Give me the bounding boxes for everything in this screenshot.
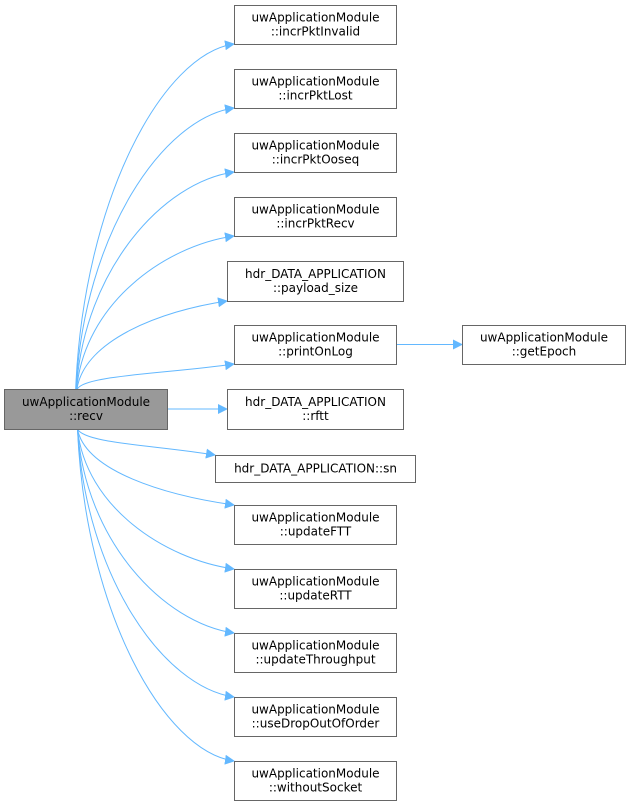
node-box[interactable]: [234, 133, 397, 173]
node-printOnLog[interactable]: uwApplicationModule::printOnLog: [234, 325, 397, 365]
node-sn[interactable]: hdr_DATA_APPLICATION::sn: [215, 455, 416, 483]
edge-recv-to-updateFTT: [77, 428, 235, 509]
edge-recv-to-incrPktInvalid: [75, 40, 235, 390]
node-box[interactable]: [234, 697, 397, 737]
node-incrPktRecv[interactable]: uwApplicationModule::incrPktRecv: [234, 197, 397, 237]
node-method-label: ::incrPktOoseq: [272, 153, 360, 167]
node-class-label: uwApplicationModule: [251, 703, 379, 717]
node-method-label: ::incrPktLost: [278, 89, 353, 103]
node-box[interactable]: [215, 455, 416, 483]
edge-recv-to-printOnLog: [76, 360, 235, 390]
node-method-label: hdr_DATA_APPLICATION::sn: [234, 462, 397, 476]
node-box[interactable]: [234, 325, 397, 365]
node-incrPktInvalid[interactable]: uwApplicationModule::incrPktInvalid: [234, 5, 397, 45]
node-box[interactable]: [462, 325, 626, 365]
node-method-label: ::useDropOutOfOrder: [252, 717, 380, 731]
node-class-label: uwApplicationModule: [22, 395, 150, 409]
node-method-label: ::getEpoch: [512, 345, 577, 359]
node-box[interactable]: [234, 569, 397, 609]
node-method-label: ::updateRTT: [279, 589, 352, 603]
node-box[interactable]: [234, 197, 397, 237]
node-class-label: uwApplicationModule: [251, 203, 379, 217]
node-updateRTT[interactable]: uwApplicationModule::updateRTT: [234, 569, 397, 609]
node-withoutSocket[interactable]: uwApplicationModule::withoutSocket: [234, 761, 397, 801]
node-box[interactable]: [234, 761, 397, 801]
node-box[interactable]: [234, 5, 397, 45]
node-updateFTT[interactable]: uwApplicationModule::updateFTT: [234, 505, 397, 545]
root-node-recv[interactable]: uwApplicationModule::recv: [4, 389, 168, 430]
node-method-label: ::recv: [69, 409, 103, 423]
edge-recv-to-updateRTT: [77, 428, 235, 573]
edge-recv-to-incrPktOoseq: [75, 168, 235, 390]
node-class-label: uwApplicationModule: [251, 11, 379, 25]
edge-recv-to-updateThroughput: [77, 428, 235, 637]
node-class-label: uwApplicationModule: [480, 331, 608, 345]
node-method-label: ::payload_size: [273, 281, 358, 295]
node-class-label: hdr_DATA_APPLICATION: [245, 395, 386, 409]
node-class-label: uwApplicationModule: [251, 75, 379, 89]
edge-recv-to-incrPktRecv: [76, 232, 235, 390]
node-box[interactable]: [234, 633, 397, 673]
node-class-label: uwApplicationModule: [251, 767, 379, 781]
node-useDropOutOfOrder[interactable]: uwApplicationModule::useDropOutOfOrder: [234, 697, 397, 737]
node-method-label: ::incrPktRecv: [276, 217, 354, 231]
node-class-label: uwApplicationModule: [251, 331, 379, 345]
edge-recv-to-payload_size: [76, 297, 228, 390]
node-method-label: ::updateFTT: [280, 525, 352, 539]
node-class-label: hdr_DATA_APPLICATION: [245, 267, 386, 281]
node-box[interactable]: [234, 69, 397, 109]
node-updateThroughput[interactable]: uwApplicationModule::updateThroughput: [234, 633, 397, 673]
node-class-label: uwApplicationModule: [251, 139, 379, 153]
node-method-label: ::updateThroughput: [255, 653, 375, 667]
node-box[interactable]: [227, 261, 404, 302]
edge-recv-to-useDropOutOfOrder: [77, 428, 235, 701]
node-method-label: ::rftt: [302, 409, 329, 423]
node-rftt[interactable]: hdr_DATA_APPLICATION::rftt: [227, 389, 404, 430]
node-box[interactable]: [227, 389, 404, 430]
node-getEpoch[interactable]: uwApplicationModule::getEpoch: [462, 325, 626, 365]
node-box[interactable]: [4, 389, 168, 430]
node-method-label: ::withoutSocket: [269, 781, 363, 795]
node-box[interactable]: [234, 505, 397, 545]
node-incrPktLost[interactable]: uwApplicationModule::incrPktLost: [234, 69, 397, 109]
node-incrPktOoseq[interactable]: uwApplicationModule::incrPktOoseq: [234, 133, 397, 173]
edge-recv-to-incrPktLost: [75, 104, 235, 390]
node-class-label: uwApplicationModule: [251, 639, 379, 653]
node-method-label: ::incrPktInvalid: [271, 25, 360, 39]
node-payload_size[interactable]: hdr_DATA_APPLICATION::payload_size: [227, 261, 404, 302]
node-method-label: ::printOnLog: [278, 345, 353, 359]
edge-recv-to-sn: [77, 428, 216, 459]
edge-recv-to-withoutSocket: [77, 428, 235, 765]
node-class-label: uwApplicationModule: [251, 511, 379, 525]
node-class-label: uwApplicationModule: [251, 575, 379, 589]
